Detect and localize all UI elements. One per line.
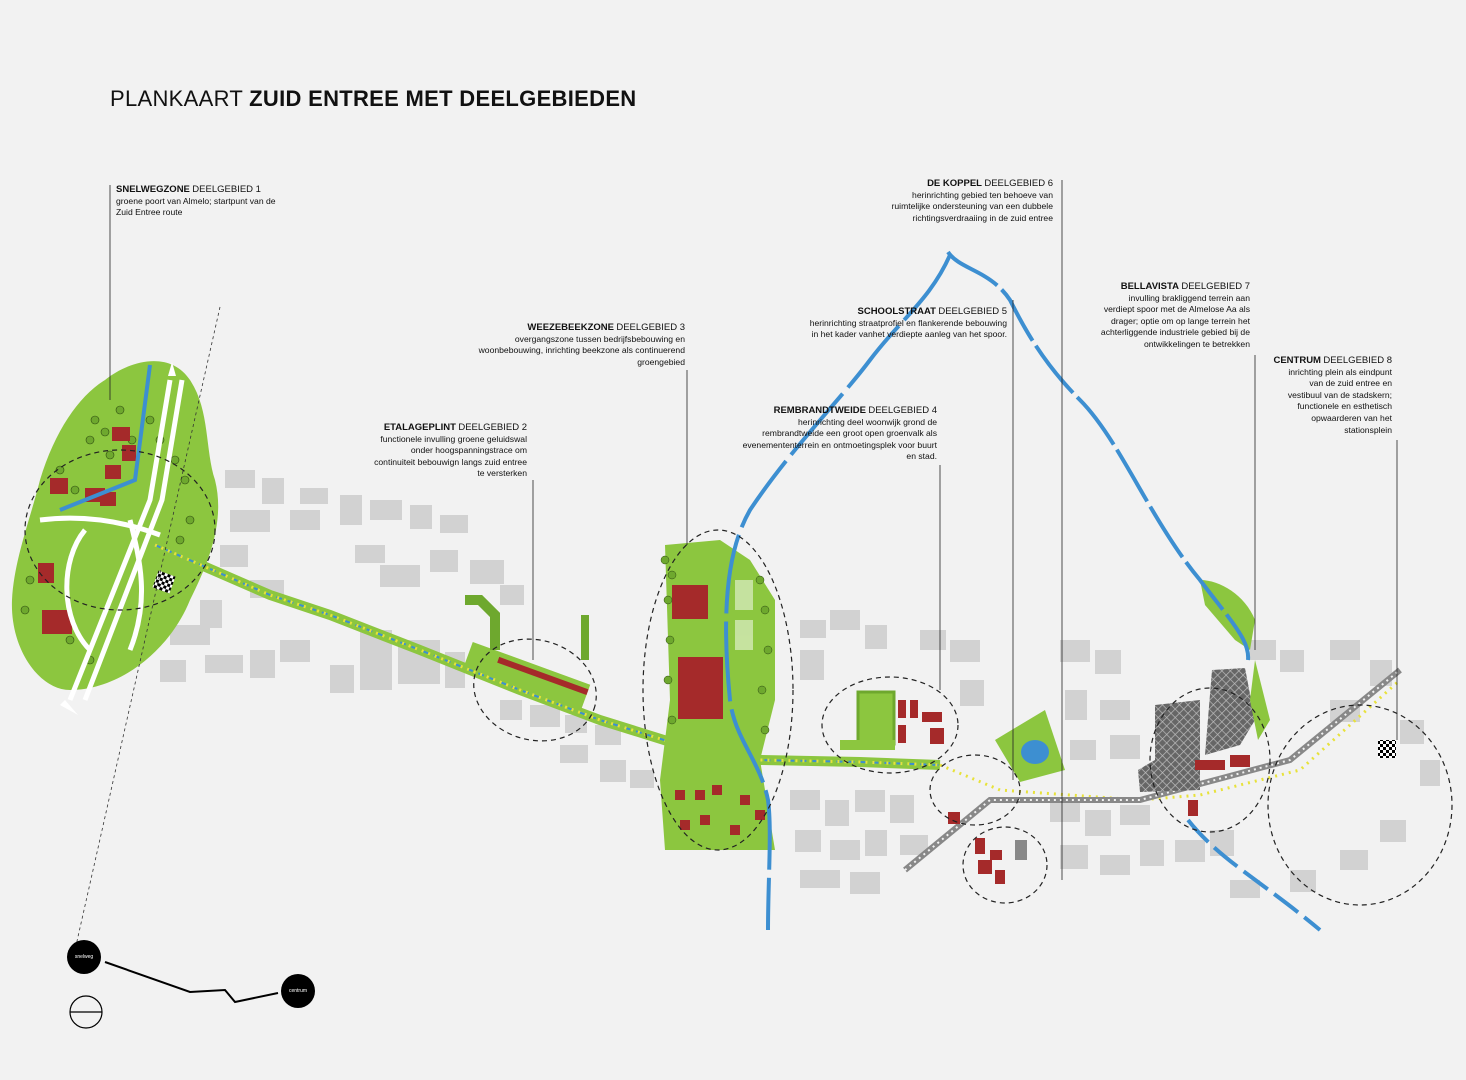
rembrandtweide-houses (898, 700, 944, 744)
legend-snelweg-dot: snelweg (67, 940, 101, 974)
area-name: BELLAVISTA (1120, 281, 1179, 292)
waterways (724, 250, 1322, 932)
bellavista-hatched-2 (1205, 668, 1255, 755)
highway (39, 379, 185, 701)
title-emphasis: ZUID ENTREE MET DEELGEBIEDEN (249, 86, 637, 111)
main-route (153, 540, 1402, 802)
leader-lines (109, 180, 1398, 880)
area-desc: invulling brakliggend terrein aan verdie… (1100, 292, 1250, 349)
annotation-etalageplint: ETALAGEPLINT DEELGEBIED 2 functionele in… (374, 422, 527, 480)
area-name: SCHOOLSTRAAT (857, 306, 936, 317)
annotation-rembrandtweide: REMBRANDTWEIDE DEELGEBIED 4 herinrichtin… (743, 405, 937, 463)
area-desc: overgangszone tussen bedrijfsbebouwing e… (478, 333, 685, 367)
sportfields (735, 580, 753, 650)
legend-end-label: centrum (288, 988, 308, 994)
legend-start-label: snelweg (74, 954, 94, 960)
schoolstraat-houses (948, 812, 1005, 884)
annotation-weezebeekzone: WEEZEBEEKZONE DEELGEBIED 3 overgangszone… (479, 322, 685, 368)
annotation-schoolstraat: SCHOOLSTRAAT DEELGEBIED 5 herinrichting … (810, 306, 1007, 341)
annotation-centrum: CENTRUM DEELGEBIED 8 inrichting plein al… (1273, 355, 1392, 436)
route-dashed-line (74, 306, 221, 951)
area-name: DE KOPPEL (927, 178, 982, 189)
area-sub: DEELGEBIED 6 (984, 178, 1053, 189)
annotation-de-koppel: DE KOPPEL DEELGEBIED 6 herinrichting geb… (892, 178, 1053, 224)
koppel-pond (1021, 740, 1049, 764)
area-desc: functionele invulling groene geluidswal … (374, 433, 527, 479)
area-name: ETALAGEPLINT (383, 422, 456, 433)
area-sub: DEELGEBIED 7 (1181, 281, 1250, 292)
centrum-checker (1378, 740, 1396, 758)
area-name: REMBRANDTWEIDE (773, 405, 866, 416)
title-prefix: PLANKAART (110, 86, 243, 111)
etalageplint-strip (463, 641, 591, 710)
area-desc: herinrichting gebied ten behoeve van rui… (891, 189, 1053, 223)
area-circles (24, 449, 1453, 906)
area-sub: DEELGEBIED 5 (938, 306, 1007, 317)
area-desc: herinrichting straatprofiel en flankeren… (809, 317, 1007, 340)
area-name: SNELWEGZONE (116, 184, 190, 195)
page-title: PLANKAART ZUID ENTREE MET DEELGEBIEDEN (110, 86, 636, 112)
weezebeek-trees (660, 555, 773, 735)
annotation-snelwegzone: SNELWEGZONE DEELGEBIED 1 groene poort va… (116, 184, 276, 219)
area-sub: DEELGEBIED 1 (192, 184, 261, 195)
legend-centrum-dot: centrum (281, 974, 315, 1008)
area-desc: herinrichting deel woonwijk grond de rem… (742, 416, 937, 462)
annotation-bellavista: BELLAVISTA DEELGEBIED 7 invulling brakli… (1101, 281, 1250, 351)
snelweg-water (59, 364, 152, 512)
bellavista-houses (1188, 755, 1250, 816)
area-sub: DEELGEBIED 4 (868, 405, 937, 416)
area-name: CENTRUM (1273, 355, 1321, 366)
weezebeek-houses (675, 785, 765, 835)
area-name: WEEZEBEEKZONE (527, 322, 614, 333)
snelwegzone-green (11, 361, 219, 690)
legend-route-line (104, 961, 279, 1004)
weezebeek-hall-2 (678, 657, 723, 719)
weezebeek-hall-1 (672, 585, 708, 619)
area-sub: DEELGEBIED 8 (1323, 355, 1392, 366)
bellavista-hatched-1 (1138, 700, 1200, 792)
area-desc: groene poort van Almelo; startpunt van d… (116, 195, 276, 218)
area-desc: inrichting plein als eindpunt van de zui… (1287, 366, 1392, 435)
snelweg-checker (152, 570, 176, 594)
area-sub: DEELGEBIED 3 (616, 322, 685, 333)
area-sub: DEELGEBIED 2 (458, 422, 527, 433)
rembrandtweide-field (856, 690, 896, 746)
